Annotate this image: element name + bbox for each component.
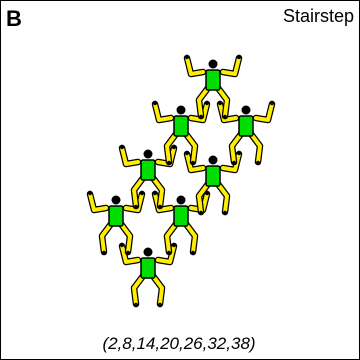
- panel-letter: B: [6, 6, 22, 31]
- sequence-caption: (2,8,14,20,26,32,38): [102, 334, 256, 353]
- formation-title: Stairstep: [282, 6, 354, 26]
- jumper-top: [185, 55, 241, 119]
